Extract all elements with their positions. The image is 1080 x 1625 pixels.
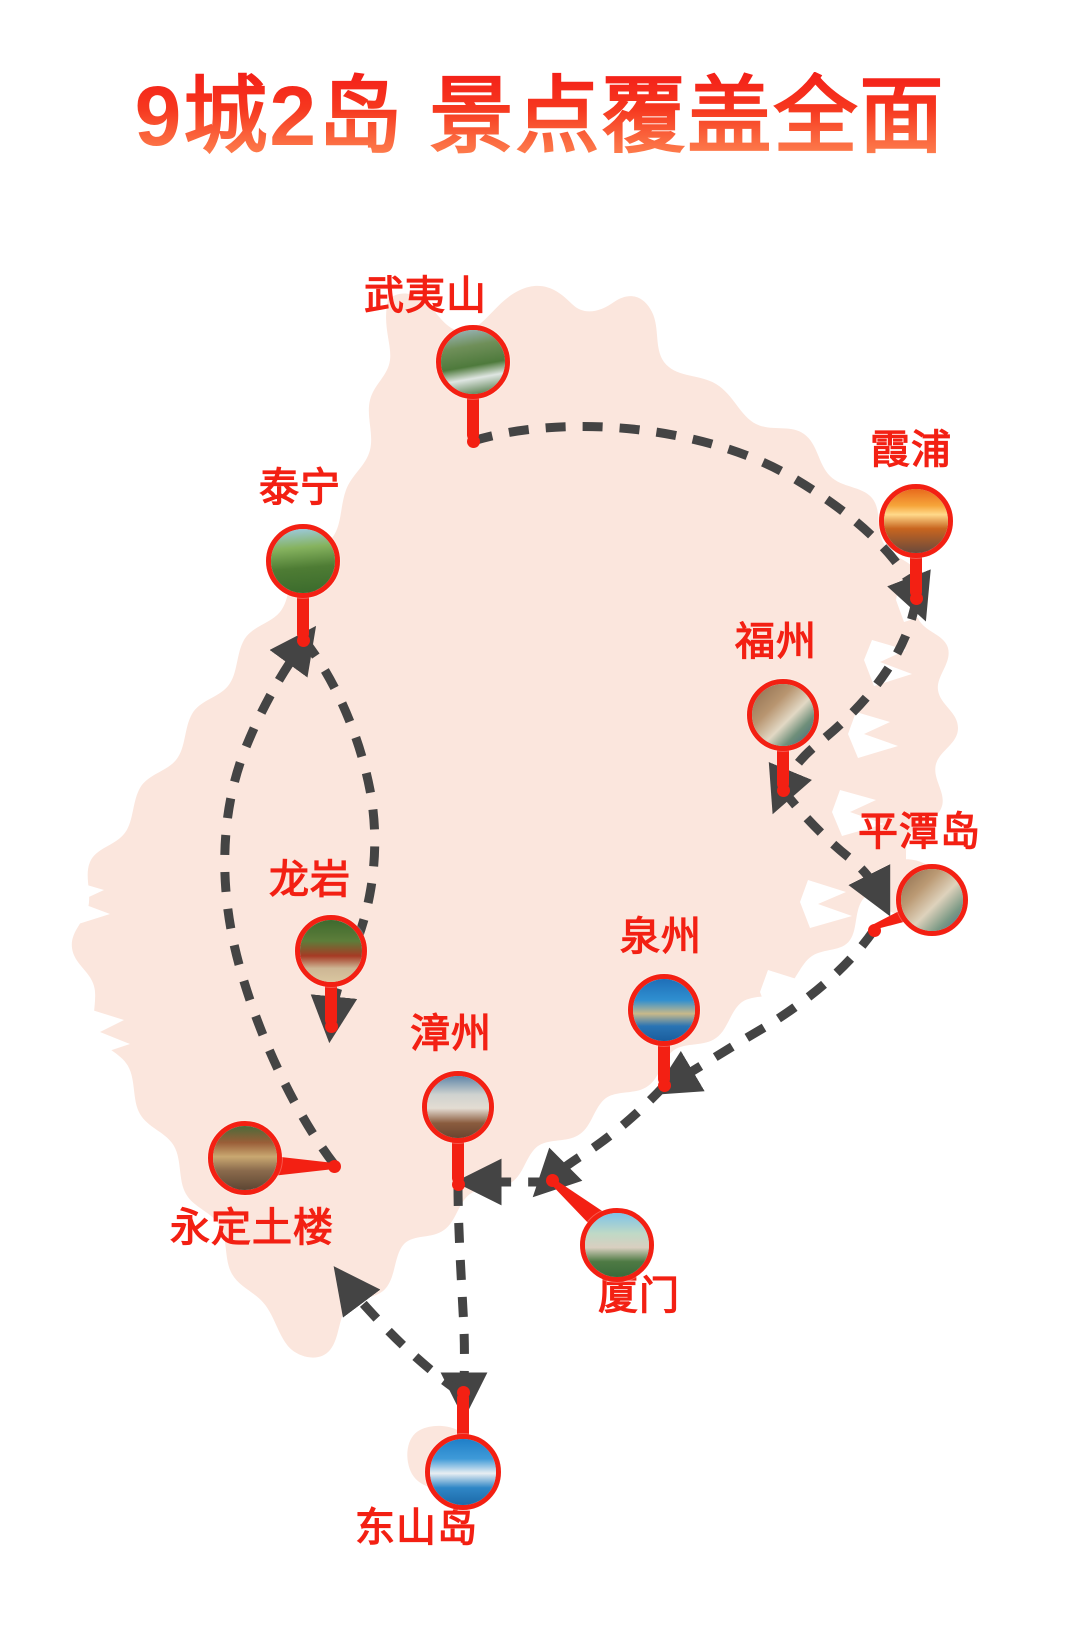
mountain-river-photo (441, 330, 505, 394)
pin-photo-longyan[interactable] (295, 915, 367, 987)
poster-title-text: 9城2岛 景点覆盖全面 (134, 69, 946, 163)
marker-label-dongshandao: 东山岛 (355, 1506, 478, 1550)
marker-label-fuzhou: 福州 (735, 620, 817, 664)
pin-photo-fuzhou[interactable] (747, 679, 819, 751)
pin-photo-yongdingtulou[interactable] (208, 1121, 282, 1195)
fu-street-photo (901, 869, 963, 931)
pin-photo-pingtandao[interactable] (896, 864, 968, 936)
marker-label-taining: 泰宁 (259, 466, 341, 510)
marker-label-quanzhou: 泉州 (620, 915, 702, 959)
route-wuyishan-to-xiapu (471, 421, 931, 622)
cityscape-photo (427, 1076, 489, 1138)
pin-photo-xiapu[interactable] (879, 484, 953, 558)
marker-label-zhangzhou: 漳州 (410, 1012, 492, 1056)
pin-photo-dongshandao[interactable] (425, 1434, 501, 1510)
sunset-sea-photo (884, 489, 948, 553)
marker-label-longyan: 龙岩 (269, 858, 351, 902)
pin-tip-fuzhou (776, 783, 790, 797)
pin-tip-yongdingtulou (327, 1159, 341, 1173)
route-taining-to-longyan (300, 637, 380, 1044)
route-zhangzhou-to-dongshandao (440, 1185, 488, 1420)
tulou-photo (213, 1126, 277, 1190)
poster-title: 9城2岛 景点覆盖全面 (0, 72, 1080, 160)
pin-tip-longyan (324, 1019, 338, 1033)
pin-tip-xiapu (909, 591, 923, 605)
pin-tip-dongshandao (456, 1385, 470, 1399)
blue-coast-photo (633, 979, 695, 1041)
fu-street-photo (752, 684, 814, 746)
route-dongshandao-to-yongding (333, 1266, 463, 1396)
marker-label-pingtandao: 平潭岛 (858, 810, 981, 854)
green-peaks-photo (271, 529, 335, 593)
route-yongding-to-taining (220, 625, 338, 1167)
ancient-village-photo (300, 920, 362, 982)
marker-label-yongdingtulou: 永定土楼 (170, 1206, 334, 1250)
pin-photo-taining[interactable] (266, 524, 340, 598)
pin-tip-xiamen (545, 1173, 559, 1187)
pin-photo-zhangzhou[interactable] (422, 1071, 494, 1143)
pin-tip-pingtandao (867, 923, 881, 937)
bridge-sea-photo (430, 1439, 496, 1505)
pin-photo-xiamen[interactable] (580, 1208, 654, 1282)
pin-tip-wuyishan (466, 434, 480, 448)
route-path-group (220, 421, 931, 1420)
marker-label-xiamen: 厦门 (598, 1274, 680, 1318)
pin-photo-quanzhou[interactable] (628, 974, 700, 1046)
pin-photo-wuyishan[interactable] (436, 325, 510, 399)
pin-tip-quanzhou (657, 1078, 671, 1092)
fujian-province-shape (62, 285, 959, 1489)
route-fuzhou-to-pingtandao (779, 787, 891, 917)
route-xiapu-to-fuzhou (768, 599, 921, 815)
pin-tip-zhangzhou (451, 1177, 465, 1191)
route-pingtandao-to-quanzhou (652, 927, 878, 1095)
marker-label-xiapu: 霞浦 (870, 428, 952, 472)
gulangyu-arch-photo (585, 1213, 649, 1277)
marker-label-wuyishan: 武夷山 (364, 274, 487, 318)
pin-tip-taining (296, 633, 310, 647)
